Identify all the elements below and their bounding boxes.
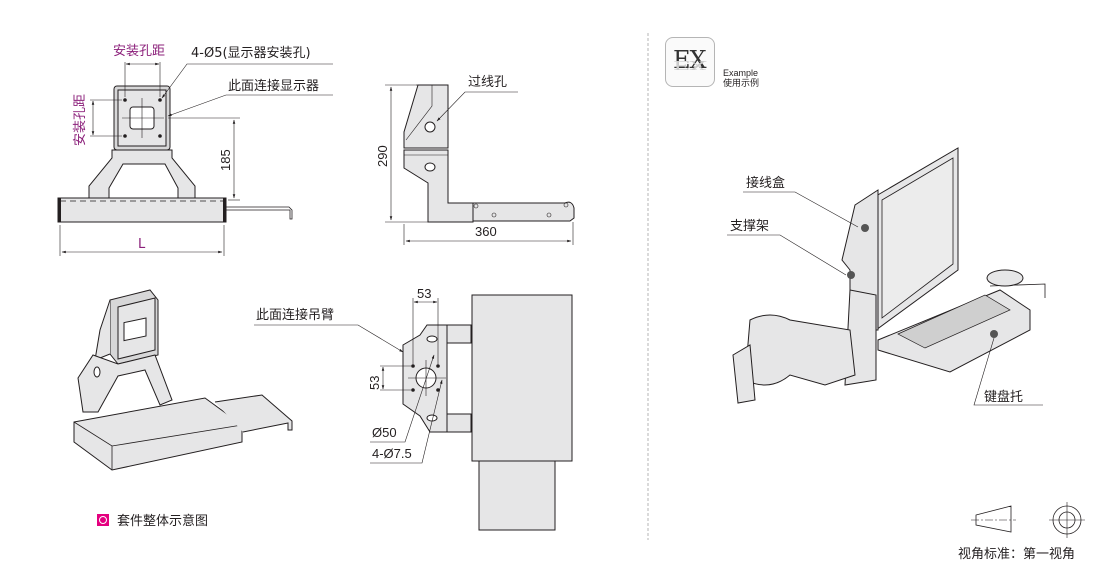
post-block: [478, 460, 556, 531]
hole-spacing-h: 53: [417, 286, 431, 301]
bracket-side: [403, 149, 474, 223]
example-illustration: 接线盒 支撑架 键盘托: [727, 147, 1046, 406]
mount-spacing-top-label: 安装孔距: [113, 44, 165, 59]
mount-spacing-side-label: 安装孔距: [73, 94, 88, 146]
kit-slide-tray: [214, 394, 293, 433]
rear-view: 53 53 此面连接吊臂 Ø50 4-Ø7.5: [254, 286, 573, 531]
example-callout-support: 支撑架: [730, 219, 769, 234]
depth-dim-360: 360: [475, 224, 497, 239]
front-view: 安装孔距 安装孔距 4-Ø5(显示器安装孔) 此面连接显示器 185 L: [57, 44, 333, 256]
mount-hole: [123, 98, 162, 138]
cable-hole: [424, 121, 436, 133]
slide-rail: [226, 206, 293, 220]
height-dim-185: 185: [218, 149, 233, 171]
junction-box-side: [403, 84, 449, 149]
mount-holes-callout: 4-Ø7.5: [372, 446, 412, 461]
example-callout-keyboard-tray: 键盘托: [984, 389, 1023, 405]
first-angle-projection-symbol: [971, 502, 1085, 538]
example-title-en: Example: [723, 68, 759, 78]
kit-isometric: [73, 289, 293, 471]
example-label: Example 使用示例: [723, 68, 759, 88]
monitor-face-callout: 此面连接显示器: [228, 78, 319, 94]
cable-hole-callout: 过线孔: [468, 75, 507, 90]
support-bracket: [88, 149, 196, 199]
mouse: [986, 269, 1024, 287]
kit-bracket: [77, 354, 173, 413]
example-callout-junction-box: 接线盒: [746, 175, 785, 191]
tray-side: [472, 201, 575, 222]
side-view: 过线孔 290 360: [375, 75, 575, 245]
keyboard-tray: [57, 197, 227, 223]
example-badge-text: EX: [673, 46, 707, 74]
hole-spacing-v: 53: [367, 376, 382, 390]
arm-face-callout: 此面连接吊臂: [256, 307, 334, 323]
kit-tray: [73, 397, 243, 471]
example-title-cn: 使用示例: [723, 78, 760, 88]
example-badge: EX EX: [665, 37, 715, 87]
view-standard-label: 视角标准：第一视角: [958, 547, 1076, 562]
legend-label: 套件整体示意图: [117, 514, 209, 529]
circle-in-square-icon: [97, 513, 109, 526]
example-badge-reflection: EX: [673, 58, 706, 72]
height-dim-290: 290: [375, 145, 390, 167]
truncated-cone-icon: [975, 505, 1012, 533]
center-hole-callout: Ø50: [372, 425, 397, 440]
length-dim-L: L: [138, 237, 146, 252]
hanging-arm: [744, 314, 856, 386]
hole-callout: 4-Ø5(显示器安装孔): [191, 46, 311, 61]
housing-block: [471, 294, 573, 462]
legend: 套件整体示意图: [97, 510, 208, 529]
